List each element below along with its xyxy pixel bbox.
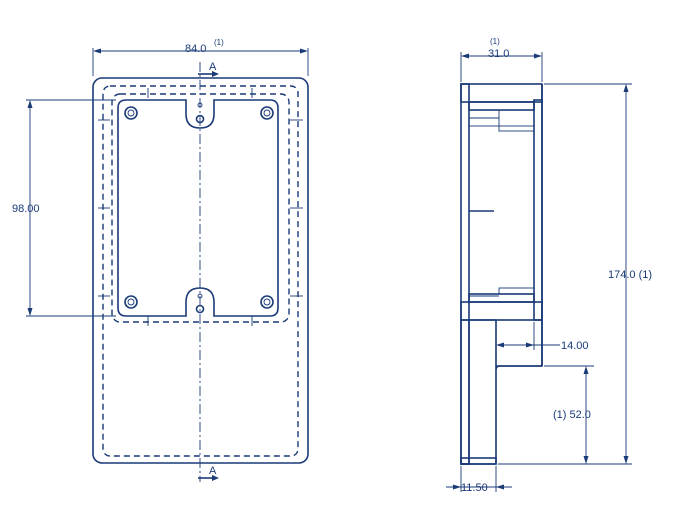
dim-width-84: 84.0 (1) <box>92 38 309 76</box>
front-inner-dashed-outline <box>102 85 299 457</box>
side-lower-body <box>461 319 543 465</box>
mounting-hole-bottom-left <box>124 295 138 309</box>
dim-wall-11-5: 11.50 <box>446 466 512 494</box>
step-value: 14.00 <box>561 340 589 352</box>
mounting-plate <box>117 99 279 317</box>
dim-step-14: 14.00 <box>495 322 589 352</box>
depth-value: 31.0 <box>488 48 509 60</box>
side-rear-wall <box>460 83 470 465</box>
dim-lower-height-52: (1) 52.0 <box>544 365 594 464</box>
width-value: 84.0 <box>185 43 206 55</box>
side-view: 31.0 (1) 174.0 (1) 14.00 (1) 52.0 <box>446 37 652 494</box>
dim-total-height-174: 174.0 (1) <box>498 83 652 465</box>
rib-ticks <box>98 88 303 326</box>
lower-height-value: (1) 52.0 <box>553 409 591 421</box>
height-value: 98.00 <box>12 203 40 215</box>
side-lower-plate-band <box>468 293 535 303</box>
depth-note: (1) <box>490 37 500 46</box>
side-insert-bottom <box>469 287 535 297</box>
mounting-plate-dashed <box>111 93 290 323</box>
section-letter-bottom: A <box>209 465 217 477</box>
mounting-hole-top-left <box>124 106 138 120</box>
side-front-wall <box>533 99 543 321</box>
mounting-hole-top-right <box>260 106 274 120</box>
section-marker-top: A <box>198 61 219 77</box>
side-plate-band <box>468 101 535 111</box>
mounting-hole-bottom-right <box>260 295 274 309</box>
dim-depth-31: 31.0 (1) <box>460 37 543 82</box>
side-lower-back <box>460 319 470 465</box>
front-outer-outline <box>92 77 309 464</box>
side-top-flange <box>460 83 543 103</box>
dim-height-98: 98.00 <box>12 99 116 317</box>
side-insert-top <box>468 109 535 132</box>
width-note: (1) <box>214 38 224 47</box>
wall-value: 11.50 <box>461 482 488 494</box>
section-marker-bottom: A <box>198 465 219 481</box>
front-view: A A 84.0 (1) 98.00 <box>12 38 309 482</box>
side-foot <box>460 457 497 465</box>
section-letter-top: A <box>209 61 217 73</box>
side-lower-flange <box>460 301 543 321</box>
total-height-value: 174.0 (1) <box>608 269 652 281</box>
